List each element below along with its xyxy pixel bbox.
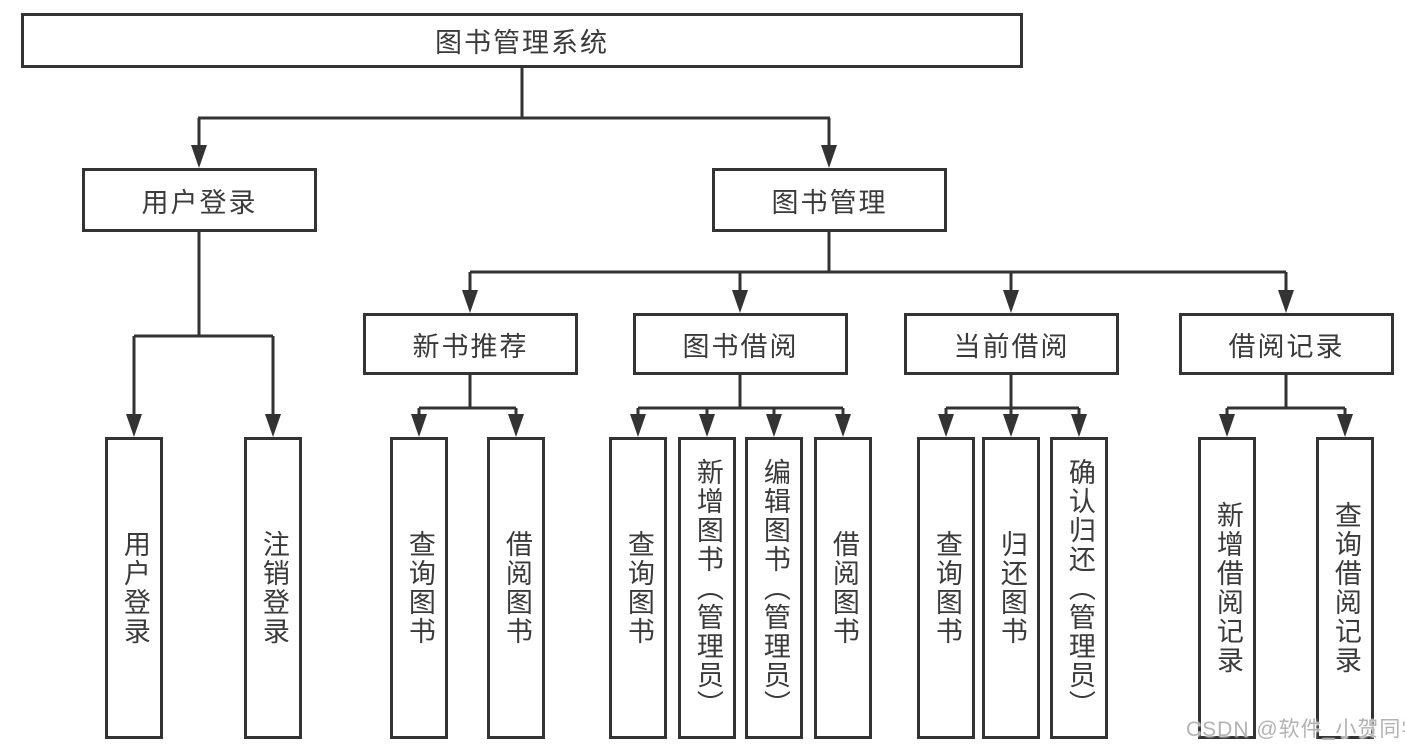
leaf-add-book-admin: 新增图书（管理员） bbox=[678, 437, 736, 739]
node-label: 查询图书 bbox=[931, 530, 962, 646]
node-label: 图书管理 bbox=[771, 187, 888, 218]
leaf-logout: 注销登录 bbox=[244, 437, 302, 739]
node-label: 新增图书（管理员） bbox=[692, 457, 723, 719]
node-root-system: 图书管理系统 bbox=[21, 13, 1023, 68]
node-label: 归还图书 bbox=[996, 530, 1027, 646]
node-new-book-recommend: 新书推荐 bbox=[363, 313, 578, 375]
node-label: 图书管理系统 bbox=[435, 28, 609, 58]
leaf-borrow-books-recommend: 借阅图书 bbox=[487, 437, 545, 739]
leaf-confirm-return-admin: 确认归还（管理员） bbox=[1050, 437, 1108, 739]
node-label: 注销登录 bbox=[258, 530, 289, 646]
leaf-return-book: 归还图书 bbox=[982, 437, 1040, 739]
node-label: 新增借阅记录 bbox=[1212, 501, 1243, 675]
node-current-borrowing: 当前借阅 bbox=[904, 313, 1119, 375]
node-label: 查询图书 bbox=[623, 530, 654, 646]
node-label: 图书借阅 bbox=[682, 331, 799, 362]
leaf-query-books-current: 查询图书 bbox=[917, 437, 975, 739]
leaf-user-login: 用户登录 bbox=[105, 437, 163, 739]
node-label: 编辑图书（管理员） bbox=[759, 457, 790, 719]
leaf-edit-book-admin: 编辑图书（管理员） bbox=[745, 437, 803, 739]
leaf-query-books-recommend: 查询图书 bbox=[390, 437, 448, 739]
node-label: 查询借阅记录 bbox=[1330, 501, 1361, 675]
csdn-watermark: CSDN @软件_小贺同学 bbox=[1186, 718, 1405, 741]
node-label: 用户登录 bbox=[119, 530, 150, 646]
tree-edges bbox=[132, 68, 1347, 418]
leaf-query-books-borrow: 查询图书 bbox=[609, 437, 667, 739]
node-label: 查询图书 bbox=[404, 530, 435, 646]
leaf-query-borrow-record: 查询借阅记录 bbox=[1316, 437, 1374, 739]
node-user-login: 用户登录 bbox=[82, 168, 317, 232]
node-label: 确认归还（管理员） bbox=[1064, 457, 1095, 719]
node-book-management: 图书管理 bbox=[712, 168, 947, 232]
node-borrowing-records: 借阅记录 bbox=[1179, 313, 1394, 375]
node-label: 用户登录 bbox=[141, 187, 258, 218]
arrowheads bbox=[126, 145, 1353, 437]
node-label: 借阅图书 bbox=[828, 530, 859, 646]
leaf-borrow-books: 借阅图书 bbox=[814, 437, 872, 739]
leaf-add-borrow-record: 新增借阅记录 bbox=[1198, 437, 1256, 739]
node-book-borrowing: 图书借阅 bbox=[633, 313, 848, 375]
node-label: 新书推荐 bbox=[412, 331, 529, 362]
node-label: 借阅记录 bbox=[1228, 331, 1345, 362]
node-label: 借阅图书 bbox=[501, 530, 532, 646]
node-label: 当前借阅 bbox=[953, 331, 1070, 362]
